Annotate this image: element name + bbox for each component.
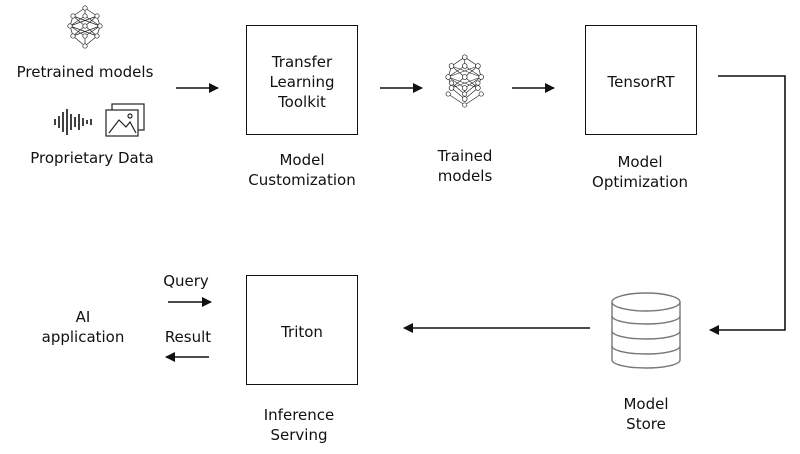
transfer-learning-toolkit-node: Transfer Learning Toolkit [246,25,358,135]
trained-models-caption: Trained models [395,146,535,186]
tensorrt-label: TensorRT [607,73,675,91]
caption-line: Optimization [592,173,688,191]
tlt-line-1: Transfer [271,53,333,71]
tlt-line-3: Toolkit [278,93,326,111]
tlt-line-2: Learning [269,73,335,91]
label-line: application [41,328,125,346]
caption-line: Inference [263,406,335,424]
triton-node: Triton [246,275,358,385]
caption-line: Customization [248,171,356,189]
ai-application-label: AI application [18,307,148,347]
inference-serving-caption: Inference Serving [219,405,379,445]
caption-line: Store [626,415,666,433]
model-optimization-caption: Model Optimization [560,152,720,192]
tensorrt-node: TensorRT [585,25,697,135]
caption-line: Model [617,153,663,171]
pretrained-models-label: Pretrained models [16,63,154,81]
audio-waveform-icon [54,109,92,135]
result-label: Result [164,328,212,346]
triton-label: Triton [281,323,323,341]
model-store-caption: Model Store [586,394,706,434]
arrow-tensorrt-to-store [709,75,786,335]
image-gallery-icon [105,103,145,137]
caption-line: models [437,167,493,185]
query-label: Query [163,272,209,290]
caption-line: Model [279,151,325,169]
label-line: AI [75,308,91,326]
proprietary-data-label: Proprietary Data [30,149,154,167]
database-icon [611,292,681,369]
neural-network-icon [67,5,103,49]
trained-network-icon-lower [445,80,484,108]
caption-line: Serving [270,426,328,444]
caption-line: Trained [437,147,493,165]
model-customization-caption: Model Customization [222,150,382,190]
caption-line: Model [623,395,669,413]
